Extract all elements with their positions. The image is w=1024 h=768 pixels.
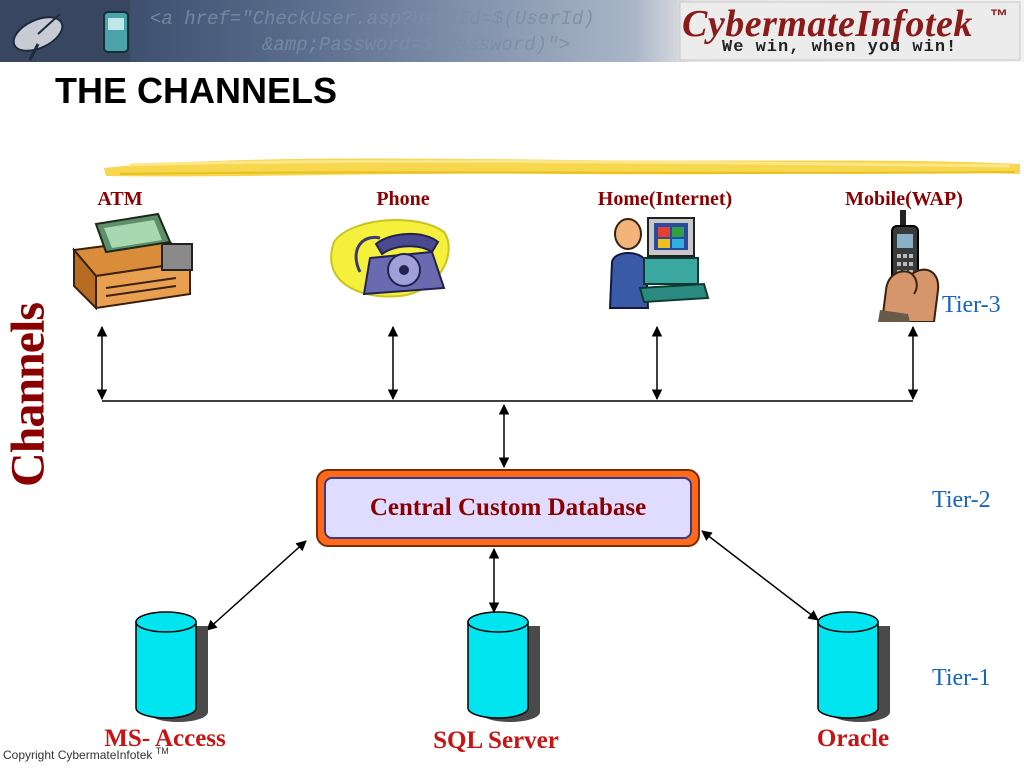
tier-3-label: Tier-3 xyxy=(942,292,1001,318)
company-tagline: We win, when you win! xyxy=(722,38,958,57)
page-title: THE CHANNELS xyxy=(55,70,338,111)
channel-label-internet: Home(Internet) xyxy=(597,188,733,210)
banner-phone-icon xyxy=(103,11,129,53)
central-database-label: Central Custom Database xyxy=(369,494,647,521)
database-oracle-icon xyxy=(817,611,890,722)
atm-machine-icon xyxy=(72,212,193,310)
channel-label-phone: Phone xyxy=(376,188,430,210)
telephone-icon xyxy=(330,218,450,298)
tier-2-label: Tier-2 xyxy=(932,487,991,513)
copyright-tm: TM xyxy=(155,746,169,756)
banner-code-line-1: <a href="CheckUser.asp?UserId=$(UserId) xyxy=(150,8,595,30)
connector-oracle xyxy=(701,530,819,621)
copyright-text: Copyright CybermateInfotek xyxy=(3,748,153,762)
mobile-phone-icon xyxy=(878,210,940,322)
channel-label-atm: ATM xyxy=(97,188,143,210)
copyright-notice: Copyright CybermateInfotek TM xyxy=(3,746,169,762)
logo-trademark: ™ xyxy=(990,6,1008,26)
tier-1-label: Tier-1 xyxy=(932,665,991,691)
company-logo-text: CybermateInfotek xyxy=(682,3,973,45)
banner-code-line-2: &amp;Password=$(Password)"> xyxy=(262,34,570,56)
database-msaccess-icon xyxy=(135,611,208,722)
home-computer-icon xyxy=(608,217,710,309)
banner-background xyxy=(0,0,1024,62)
connector-msaccess xyxy=(206,540,307,631)
database-label-sqlserver: SQL Server xyxy=(433,727,559,754)
satellite-dish-icon xyxy=(12,13,64,61)
database-label-msaccess: MS- Access xyxy=(104,725,226,752)
central-database-inner: Central Custom Database xyxy=(324,477,692,539)
highlight-stroke xyxy=(104,158,1020,177)
database-label-oracle: Oracle xyxy=(816,725,890,752)
header-banner: <a href="CheckUser.asp?UserId=$(UserId) … xyxy=(0,0,1024,62)
channel-label-mobile: Mobile(WAP) xyxy=(845,188,963,210)
database-sqlserver-icon xyxy=(467,611,540,722)
